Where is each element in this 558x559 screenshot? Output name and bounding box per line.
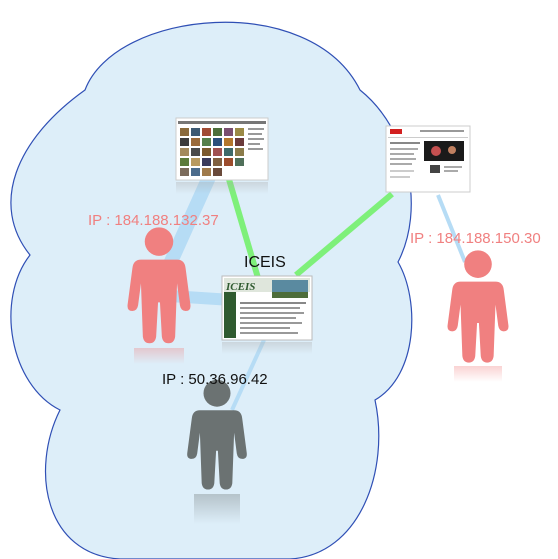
web-page-thumbnail-icon [175, 117, 269, 194]
network-cloud [10, 21, 413, 559]
iceis-logo-text: ICEIS [225, 281, 255, 293]
center-site-label: ICEIS [244, 254, 286, 271]
link-green-topright-to-center [294, 191, 394, 278]
person-icon [187, 379, 247, 524]
person-icon [447, 250, 509, 382]
bottom-user-ip-label: IP : 50.36.96.42 [162, 371, 268, 388]
web-page-thumbnail-icon [385, 125, 471, 193]
link-right-to-top-right [436, 194, 467, 263]
left-user-ip-label: IP : 184.188.132.37 [88, 212, 219, 229]
right-user-ip-label: IP : 184.188.150.30 [410, 230, 541, 247]
iceis-page-thumbnail: ICEIS [221, 275, 313, 354]
person-icon [127, 227, 191, 364]
